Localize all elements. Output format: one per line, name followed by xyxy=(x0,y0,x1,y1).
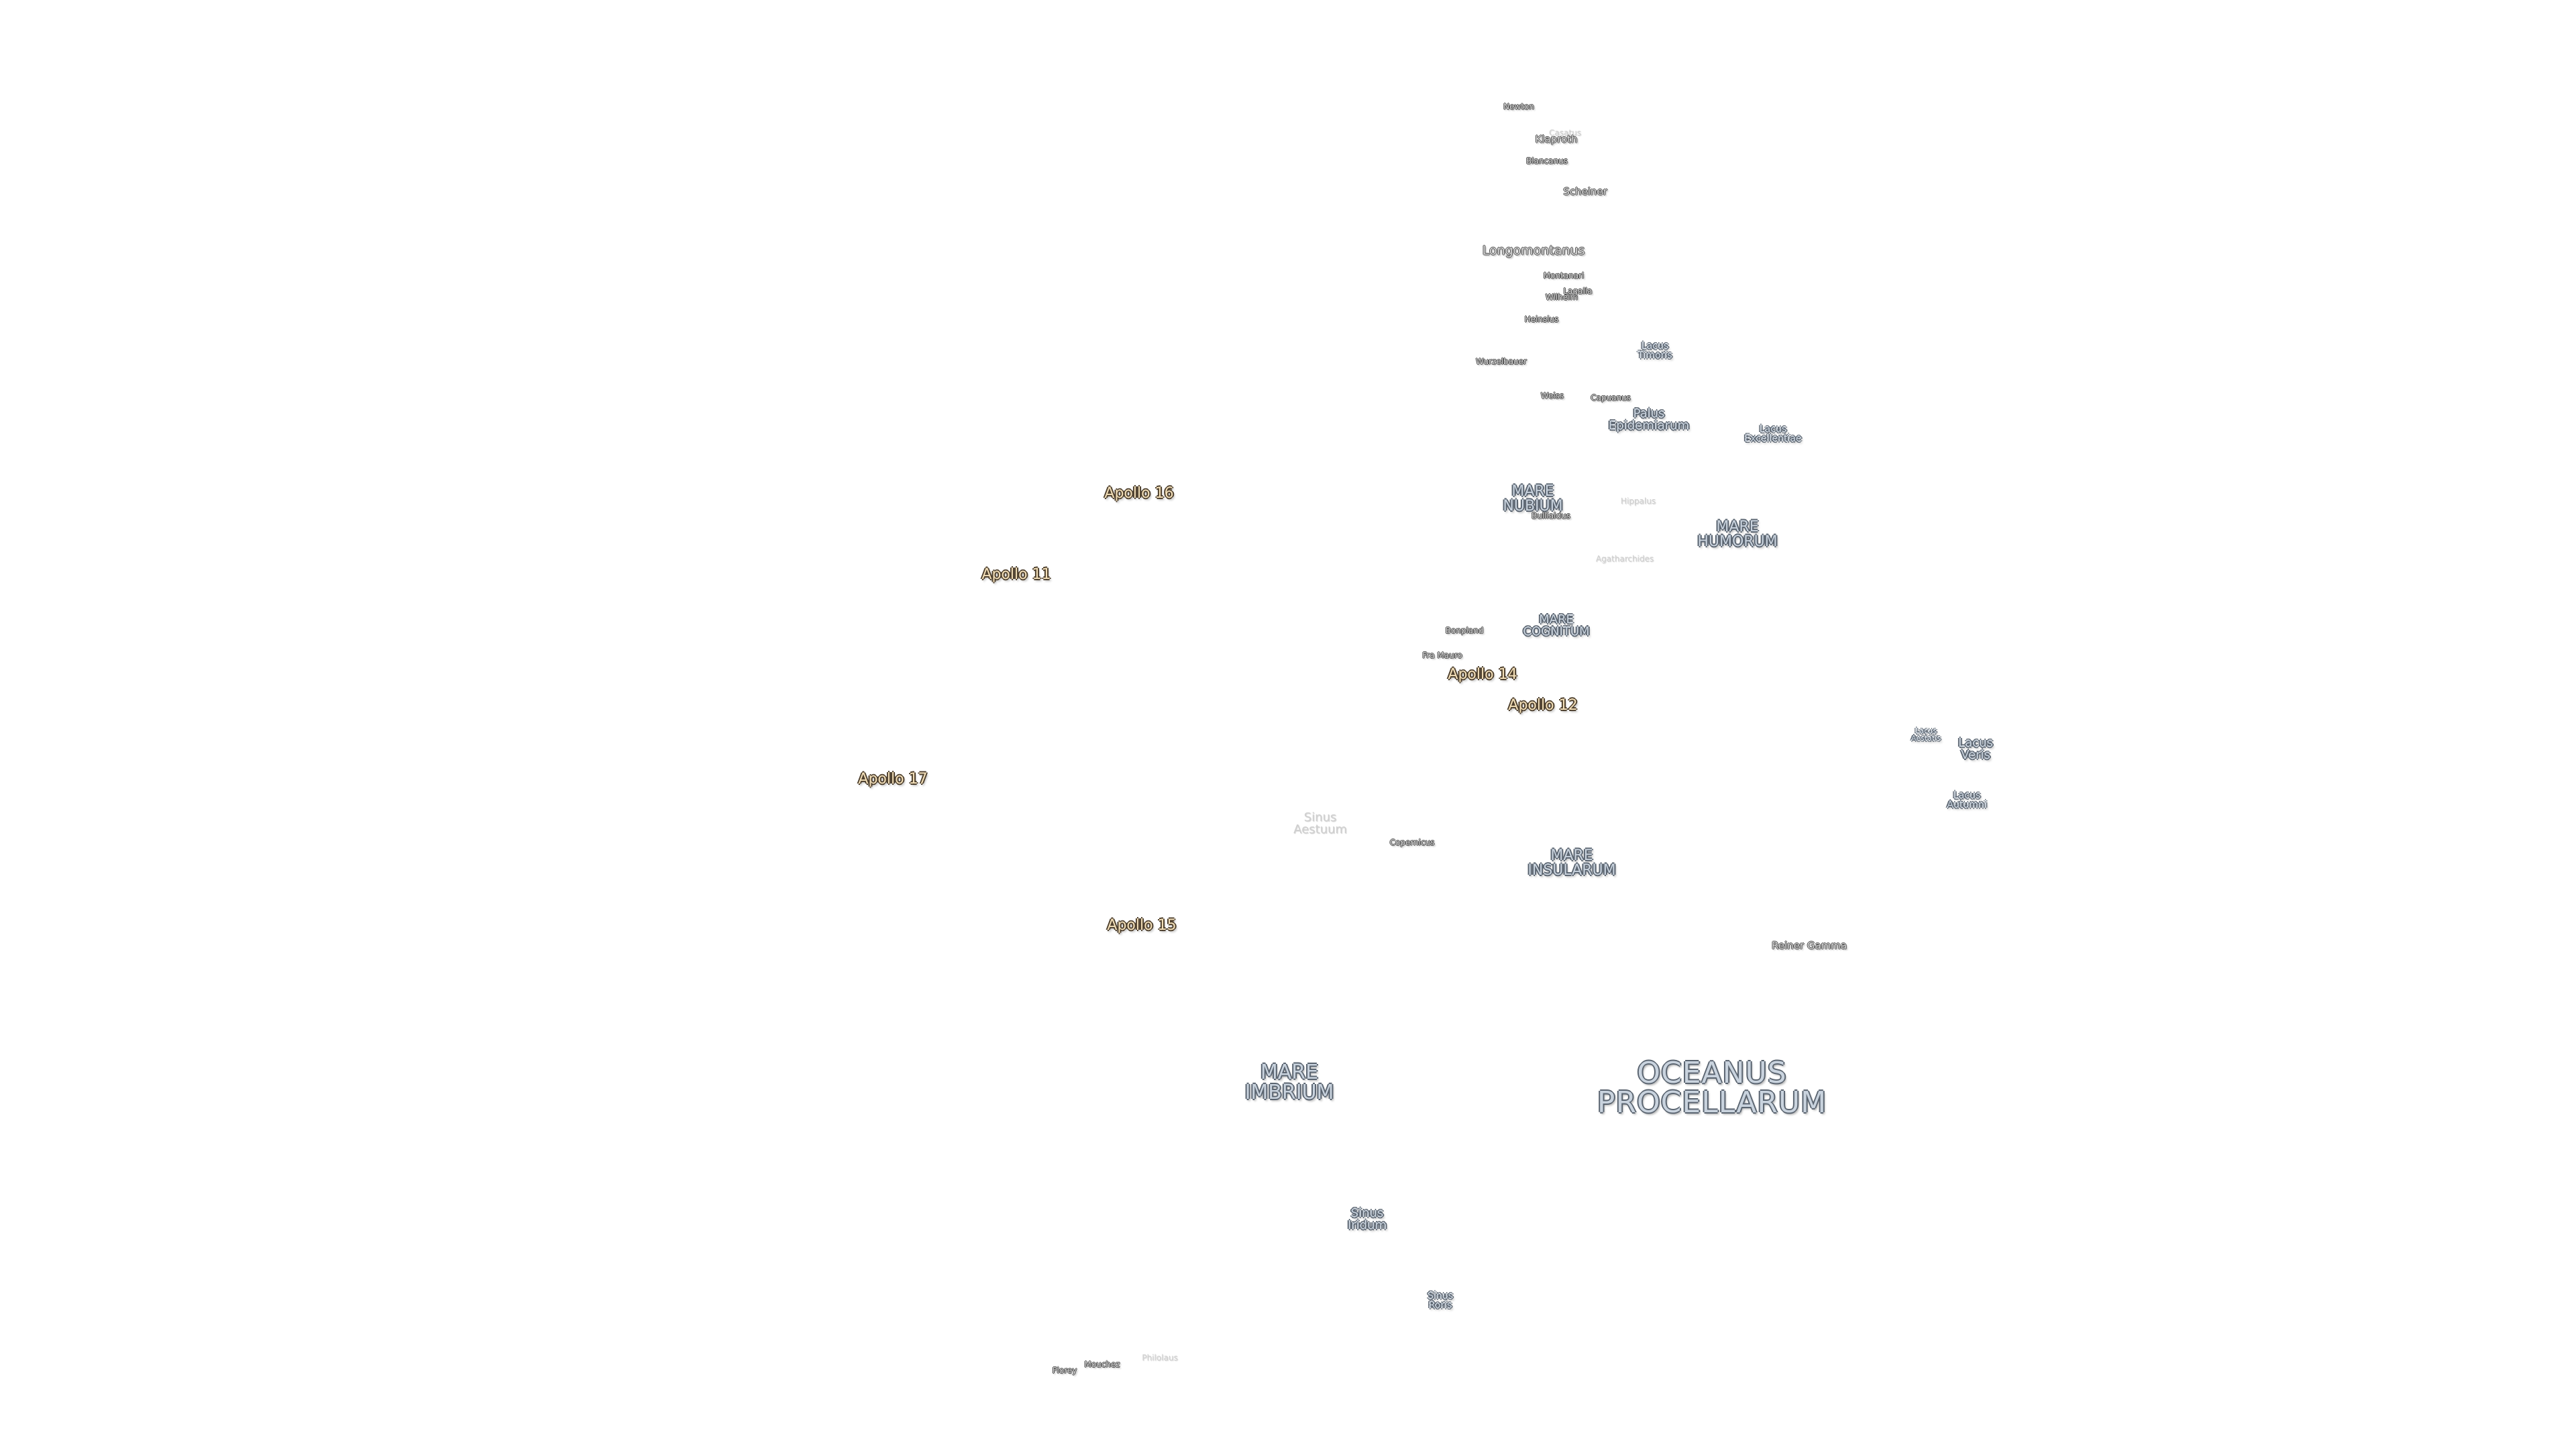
lacus-timoris-label: Lacus Timoris xyxy=(1638,341,1672,361)
apollo-14-label[interactable]: Apollo 14 xyxy=(1448,666,1517,683)
sinus-iridum-label: Sinus Iridum xyxy=(1347,1206,1387,1232)
blancanus-crater-label: Blancanus xyxy=(1526,156,1568,166)
montanari-crater-label: Montanari xyxy=(1543,271,1585,280)
heinsius-crater-label: Heinsius xyxy=(1524,315,1559,324)
lacus-aestatis-label: Lacus Aestatis xyxy=(1911,727,1941,743)
copernicus-crater-label: Copernicus xyxy=(1389,838,1435,847)
weiss-crater-label: Weiss xyxy=(1540,391,1564,400)
hippalus-crater-label: Hippalus xyxy=(1620,496,1656,506)
apollo-16-label[interactable]: Apollo 16 xyxy=(1104,485,1174,502)
apollo-15-label[interactable]: Apollo 15 xyxy=(1107,917,1177,934)
casatus-crater-label: Casatus xyxy=(1549,128,1581,138)
reiner-gamma-label: Reiner Gamma xyxy=(1771,939,1847,952)
klaproth-crater-label: Klaproth xyxy=(1535,133,1578,146)
philolaus-crater-label: Philolaus xyxy=(1142,1353,1178,1362)
mare-humorum-label: MARE HUMORUM xyxy=(1697,519,1778,550)
bullialdus-crater-label: Bullialdus xyxy=(1531,511,1571,521)
mouchez-crater-label: Mouchez xyxy=(1084,1360,1120,1369)
mare-insularum-label: MARE INSULARUM xyxy=(1527,847,1616,879)
bonpland-crater-label: Bonpland xyxy=(1445,626,1484,635)
mare-cognitum-label: MARE COGNITUM xyxy=(1523,612,1590,639)
wilhelm-crater-label: Wilhelm xyxy=(1545,292,1578,302)
lagalla-crater-label: Lagalla xyxy=(1563,286,1593,296)
palus-epidemiarum-label: Palus Epidemiarum xyxy=(1608,407,1690,433)
agatharchides-crater-label: Agatharchides xyxy=(1595,554,1654,564)
newton-crater-label: Newton xyxy=(1503,102,1534,111)
lacus-autumni-label: Lacus Autumni xyxy=(1947,790,1987,810)
lacus-excellentiae-label: Lacus Excellentiae xyxy=(1744,424,1802,444)
apollo-11-label[interactable]: Apollo 11 xyxy=(981,566,1051,583)
fra-mauro-crater-label: Fra Mauro xyxy=(1422,651,1462,660)
oceanus-procellarum-label: OCEANUS PROCELLARUM xyxy=(1597,1056,1827,1120)
apollo-17-label[interactable]: Apollo 17 xyxy=(858,771,928,788)
mare-nubium-label: MARE NUBIUM xyxy=(1503,483,1563,515)
mare-imbrium-label: MARE IMBRIUM xyxy=(1244,1061,1334,1104)
lacus-veris-label: Lacus Veris xyxy=(1958,736,1993,762)
scheiner-crater-label: Scheiner xyxy=(1563,185,1607,198)
sinus-roris-label: Sinus Roris xyxy=(1428,1291,1453,1311)
florey-crater-label: Florey xyxy=(1052,1366,1077,1375)
apollo-12-label[interactable]: Apollo 12 xyxy=(1508,697,1578,714)
longomontanus-crater-label: Longomontanus xyxy=(1482,243,1585,258)
wurzelbauer-crater-label: Wurzelbauer xyxy=(1476,357,1527,366)
capuanus-crater-label: Capuanus xyxy=(1591,393,1631,402)
sinus-aestuum-label: Sinus Aestuum xyxy=(1293,810,1347,837)
